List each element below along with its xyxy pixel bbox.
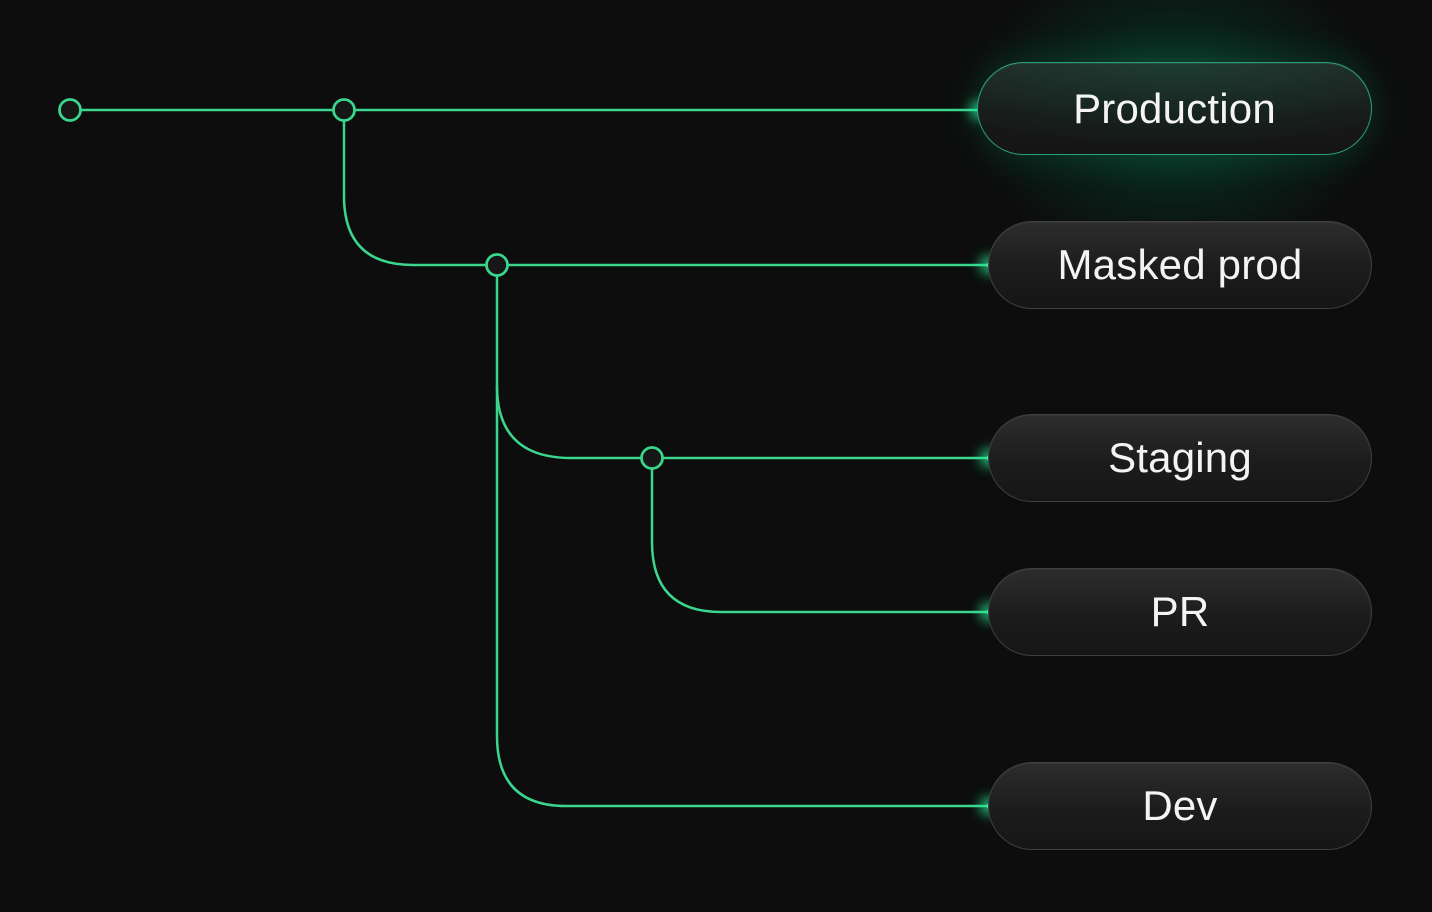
branch-line-pr — [650, 456, 991, 614]
branch-pill-pr[interactable]: PR — [988, 568, 1372, 656]
branch-line-staging — [495, 384, 991, 460]
branch-node-masked-fork — [485, 253, 509, 277]
branch-node-staging-fork — [640, 446, 664, 470]
branch-line-masked-prod — [342, 108, 991, 267]
branch-pill-dev[interactable]: Dev — [988, 762, 1372, 850]
branch-node-production-fork — [332, 98, 356, 122]
branch-pill-production[interactable]: Production — [977, 62, 1372, 155]
branch-label-staging: Staging — [1108, 434, 1252, 481]
branch-node-root — [58, 98, 82, 122]
branch-label-masked-prod: Masked prod — [1057, 241, 1303, 288]
branch-pill-masked-prod[interactable]: Masked prod — [988, 221, 1372, 309]
branch-line-dev — [495, 263, 991, 808]
branch-label-dev: Dev — [1142, 782, 1218, 829]
branch-label-production: Production — [1073, 84, 1276, 132]
branch-pill-staging[interactable]: Staging — [988, 414, 1372, 502]
branch-label-pr: PR — [1150, 588, 1210, 635]
